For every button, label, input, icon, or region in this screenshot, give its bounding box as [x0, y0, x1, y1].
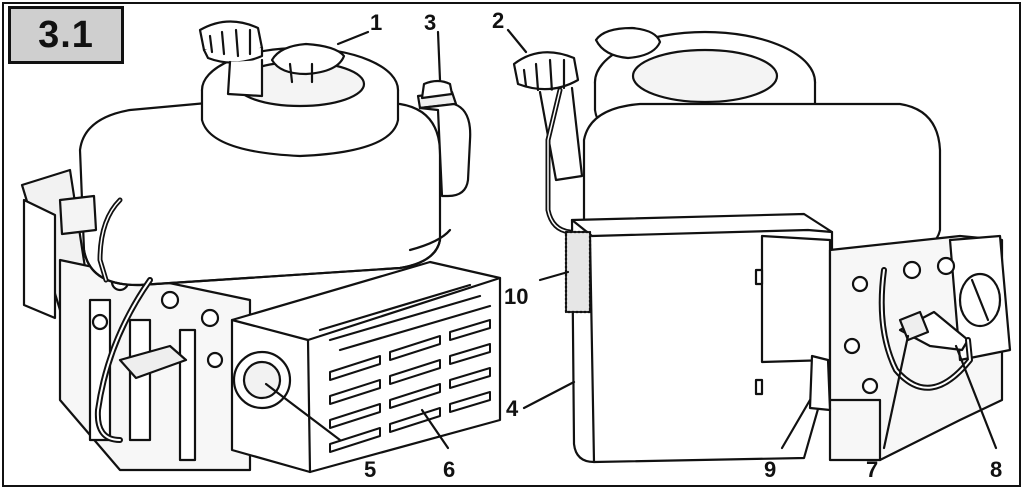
- figure-number-badge: 3.1: [8, 6, 124, 64]
- callout-6: 6: [443, 457, 456, 482]
- callout-8: 8: [990, 457, 1003, 482]
- left-engine: [20, 20, 502, 474]
- callout-3: 3: [424, 10, 437, 35]
- callout-9: 9: [764, 457, 777, 482]
- callout-7: 7: [866, 457, 879, 482]
- callout-4: 4: [506, 396, 519, 421]
- figure-number: 3.1: [38, 13, 94, 56]
- callout-2: 2: [492, 8, 505, 33]
- left-leader-lines: [264, 30, 450, 450]
- callout-5: 5: [364, 457, 377, 482]
- right-engine: [512, 26, 1012, 464]
- right-leader-lines: [506, 28, 998, 450]
- callout-1: 1: [370, 10, 383, 35]
- callout-10: 10: [504, 284, 529, 309]
